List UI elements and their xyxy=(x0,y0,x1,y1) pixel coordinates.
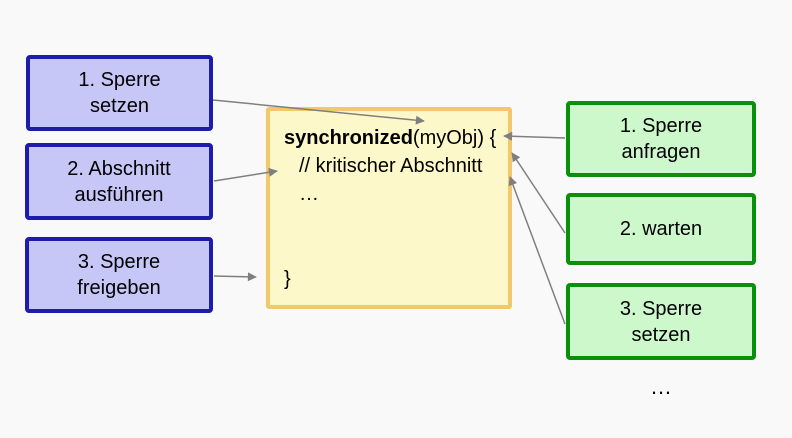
arrow-sperre-freigeben-to-brace xyxy=(213,272,257,282)
code-line-closing-brace: } xyxy=(284,268,291,290)
arrow-sperre-anfragen-to-code xyxy=(503,131,566,141)
continuation-ellipsis: … xyxy=(650,374,672,399)
code-line-comment: // kritischer Abschnitt xyxy=(299,155,483,177)
right-box-sperre-setzen-line2: setzen xyxy=(631,323,691,346)
right-box-sperre-anfragen-line1: 1. Sperre xyxy=(619,115,703,137)
code-line-synchronized: synchronized(myObj) { xyxy=(284,124,502,152)
left-box-sperre-freigeben: 3. Sperre freigeben xyxy=(25,237,213,313)
left-box-abschnitt-ausfuehren: 2. Abschnitt ausführen xyxy=(25,143,213,220)
arrow-sperre-setzen-right-to-code xyxy=(508,176,566,325)
left-box-sperre-setzen-line1: 1. Sperre xyxy=(78,69,161,91)
left-box-abschnitt-ausfuehren-line1: 2. Abschnitt xyxy=(67,157,171,180)
right-box-warten-line1: 2. warten xyxy=(619,218,703,240)
code-keyword: synchronized xyxy=(284,127,413,149)
code-line-ellipsis: … xyxy=(299,183,319,205)
left-box-sperre-freigeben-line1: 3. Sperre xyxy=(77,251,161,273)
arrow-warten-to-code xyxy=(511,152,566,234)
right-box-sperre-anfragen-line2: anfragen xyxy=(621,141,701,163)
left-box-sperre-setzen-line2: setzen xyxy=(90,95,149,117)
code-box-synchronized: synchronized(myObj) { // kritischer Absc… xyxy=(266,107,512,309)
left-box-sperre-setzen: 1. Sperre setzen xyxy=(26,55,213,131)
left-box-abschnitt-ausfuehren-line2: ausführen xyxy=(74,183,164,206)
right-box-sperre-setzen-line1: 3. Sperre xyxy=(619,297,703,320)
right-box-sperre-anfragen: 1. Sperre anfragen xyxy=(566,101,756,177)
right-box-warten: 2. warten xyxy=(566,193,756,265)
right-box-sperre-setzen: 3. Sperre setzen xyxy=(566,283,756,360)
left-box-sperre-freigeben-line2: freigeben xyxy=(77,277,161,299)
code-args: (myObj) { xyxy=(412,127,497,149)
